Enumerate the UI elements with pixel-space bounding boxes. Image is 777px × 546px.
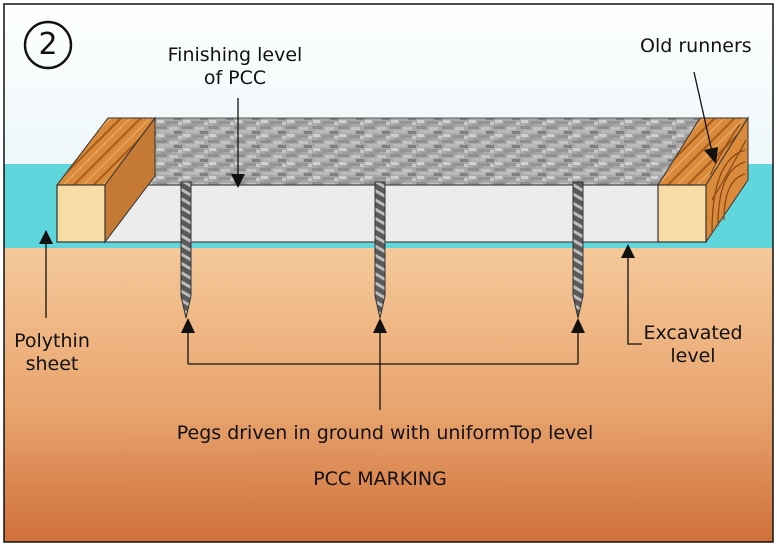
peg-3	[572, 181, 584, 319]
old-runners-label: Old runners	[640, 35, 752, 57]
peg-1	[180, 181, 192, 319]
pegs-label: Pegs driven in ground with uniformTop le…	[176, 422, 594, 444]
polythin-leader	[39, 230, 53, 318]
step-number: 2	[38, 27, 58, 62]
peg-arrowheads	[181, 318, 585, 333]
finishing-level-label: Finishing level of PCC	[160, 44, 310, 90]
peg-arrow-right	[571, 318, 585, 333]
pegs-group	[180, 181, 584, 319]
finishing-level-line1: Finishing level	[167, 44, 303, 66]
finishing-level-leader	[231, 98, 245, 188]
diagram-frame	[3, 3, 774, 543]
finishing-level-line2: of PCC	[203, 66, 267, 89]
peg-2	[374, 181, 386, 319]
left-runner-end	[56, 184, 106, 243]
right-runner-end	[657, 184, 707, 243]
excavated-line2: level	[670, 344, 716, 367]
excavated-level-leader	[621, 244, 642, 345]
peg-arrow-left	[181, 318, 195, 333]
wood-grain-rings	[709, 123, 747, 233]
step-number-circle	[23, 20, 73, 70]
ground-soil	[4, 248, 773, 542]
pcc-top-surface	[104, 117, 701, 186]
peg-bracket	[187, 330, 579, 410]
excavated-line1: Excavated	[643, 322, 743, 344]
excavated-level-label: Excavated level	[638, 322, 748, 368]
old-runners-leader	[693, 71, 718, 164]
polythin-line2: sheet	[25, 352, 79, 375]
polythin-sheet-label: Polythin sheet	[6, 330, 98, 376]
polythin-line1: Polythin	[14, 330, 90, 352]
diagram-title: PCC MARKING	[313, 468, 447, 490]
peg-arrow-middle	[373, 318, 387, 333]
